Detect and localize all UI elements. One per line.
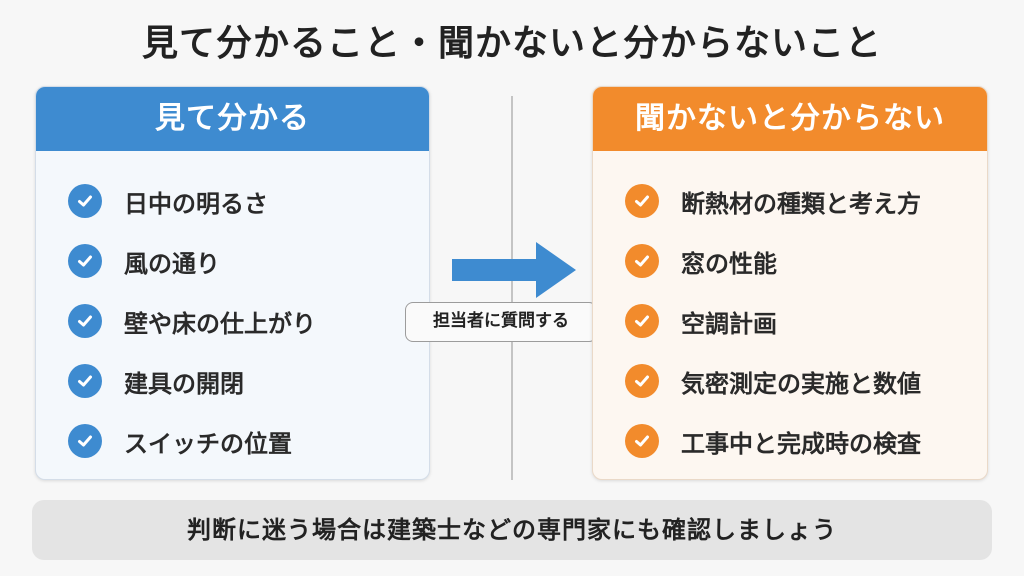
list-item: 断熱材の種類と考え方 bbox=[625, 171, 987, 231]
list-item-label: 断熱材の種類と考え方 bbox=[681, 189, 921, 218]
check-icon bbox=[68, 184, 102, 218]
list-item-label: 日中の明るさ bbox=[124, 189, 268, 218]
list-item-label: 気密測定の実施と数値 bbox=[681, 369, 921, 398]
check-icon bbox=[625, 304, 659, 338]
list-item-label: 壁や床の仕上がり bbox=[124, 309, 316, 338]
check-icon bbox=[625, 424, 659, 458]
ask-staff-label: 担当者に質問する bbox=[405, 302, 597, 342]
need-to-ask-list: 断熱材の種類と考え方 窓の性能 空調計画 気密測定の実施と数値 工事中と完成時の… bbox=[593, 151, 987, 471]
check-icon bbox=[68, 244, 102, 278]
footer-note: 判断に迷う場合は建築士などの専門家にも確認しましょう bbox=[32, 500, 992, 560]
list-item-label: 風の通り bbox=[124, 249, 220, 278]
need-to-ask-panel-header: 聞かないと分からない bbox=[593, 87, 987, 151]
list-item: 気密測定の実施と数値 bbox=[625, 351, 987, 411]
list-item-label: 建具の開閉 bbox=[124, 369, 244, 398]
list-item-label: 工事中と完成時の検査 bbox=[681, 429, 921, 458]
visible-panel-header: 見て分かる bbox=[36, 87, 429, 151]
page-title: 見て分かること・聞かないと分からないこと bbox=[141, 23, 882, 64]
check-icon bbox=[625, 244, 659, 278]
list-item: 工事中と完成時の検査 bbox=[625, 411, 987, 471]
list-item: 壁や床の仕上がり bbox=[68, 291, 429, 351]
need-to-ask-panel: 聞かないと分からない 断熱材の種類と考え方 窓の性能 空調計画 気密測定の実施と… bbox=[592, 86, 988, 480]
check-icon bbox=[625, 364, 659, 398]
list-item: スイッチの位置 bbox=[68, 411, 429, 471]
list-item-label: 空調計画 bbox=[681, 309, 777, 338]
check-icon bbox=[68, 424, 102, 458]
check-icon bbox=[68, 364, 102, 398]
check-icon bbox=[625, 184, 659, 218]
visible-panel: 見て分かる 日中の明るさ 風の通り 壁や床の仕上がり 建具の開閉 スイッチの位置 bbox=[35, 86, 430, 480]
list-item: 建具の開閉 bbox=[68, 351, 429, 411]
list-item: 空調計画 bbox=[625, 291, 987, 351]
check-icon bbox=[68, 304, 102, 338]
arrow-right-icon bbox=[452, 242, 576, 298]
list-item-label: 窓の性能 bbox=[681, 249, 777, 278]
list-item: 風の通り bbox=[68, 231, 429, 291]
center-divider bbox=[511, 96, 513, 480]
list-item: 窓の性能 bbox=[625, 231, 987, 291]
list-item-label: スイッチの位置 bbox=[124, 429, 292, 458]
visible-list: 日中の明るさ 風の通り 壁や床の仕上がり 建具の開閉 スイッチの位置 bbox=[36, 151, 429, 471]
list-item: 日中の明るさ bbox=[68, 171, 429, 231]
